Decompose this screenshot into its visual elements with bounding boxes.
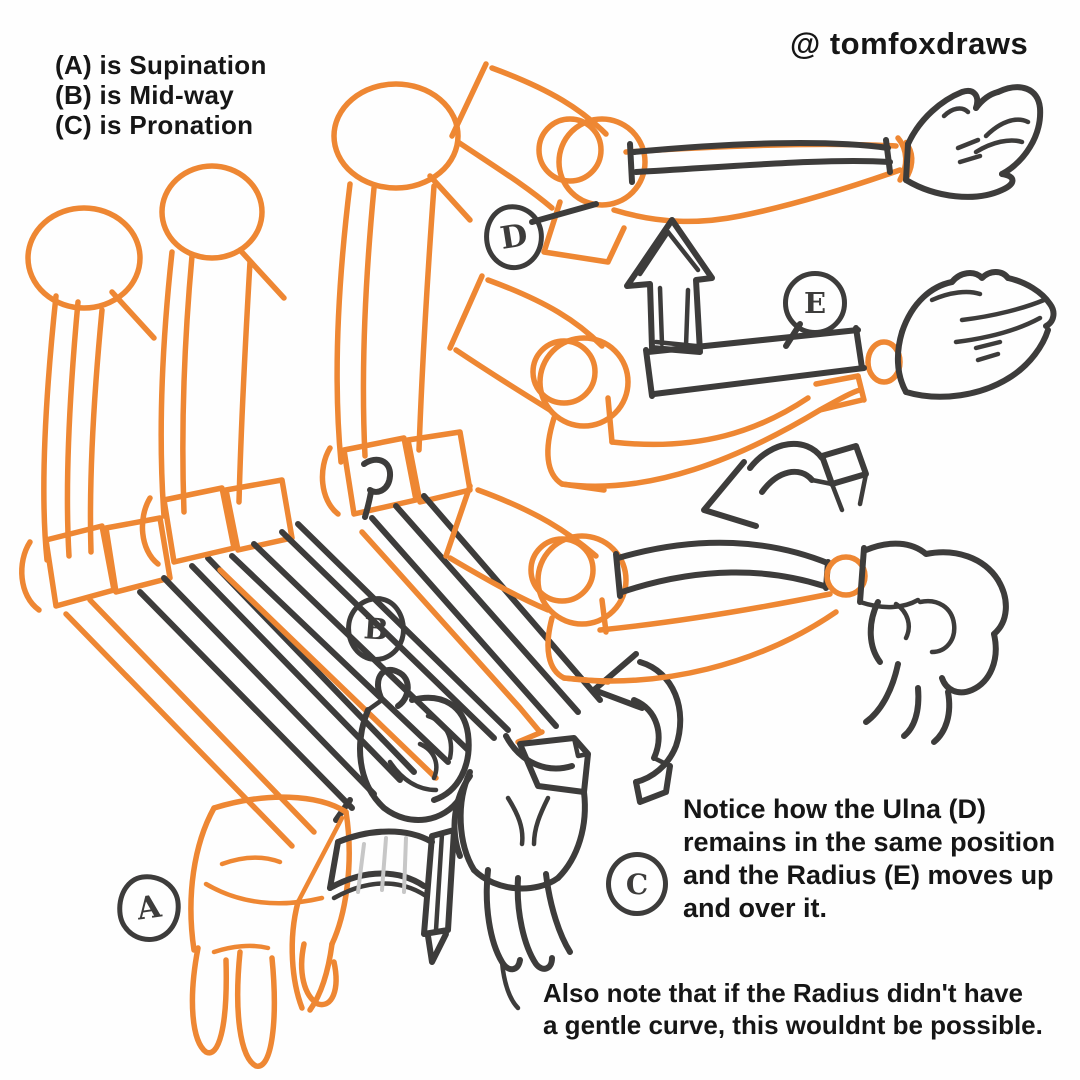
- legend-line-midway: (B) is Mid-way: [55, 80, 234, 110]
- diagram-row-e-sketch: [447, 269, 1057, 493]
- label-b-letter: B: [362, 611, 390, 647]
- label-e-letter: E: [803, 286, 827, 320]
- ulna-note-line: Notice how the Ulna (D): [683, 794, 986, 824]
- ulna-note-line: and over it.: [683, 893, 828, 923]
- radius-curve-note-line: a gentle curve, this wouldnt be possible…: [543, 1010, 1043, 1040]
- ulna-note-line: remains in the same position: [683, 827, 1056, 857]
- label-e-circle: E: [783, 271, 847, 335]
- diagram-row-d-sketch: [449, 61, 1044, 265]
- artist-handle: @ tomfoxdraws: [790, 26, 1029, 61]
- radius-curve-note: Also note that if the Radius didn't have…: [543, 977, 1043, 1041]
- up-arrow-icon: [624, 217, 715, 355]
- ulna-note-line: and the Radius (E) moves up: [683, 860, 1054, 890]
- radius-curve-note-line: Also note that if the Radius didn't have: [543, 978, 1023, 1008]
- label-d-letter: D: [497, 217, 531, 257]
- diagram-row-c-sketch: [443, 483, 1009, 745]
- ulna-note: Notice how the Ulna (D) remains in the s…: [683, 793, 1055, 925]
- rotation-arrow-right-icon: [701, 440, 869, 529]
- label-c-letter: C: [625, 867, 649, 901]
- label-a-letter: A: [134, 888, 164, 928]
- rotation-fan-icon: [327, 827, 457, 965]
- figure-b-sketch: [139, 163, 511, 824]
- legend-key: (A) is Supination (B) is Mid-way (C) is …: [55, 50, 267, 140]
- label-c-circle: C: [606, 852, 668, 916]
- legend-line-pronation: (C) is Pronation: [55, 110, 254, 140]
- legend-line-supination: (A) is Supination: [55, 50, 267, 80]
